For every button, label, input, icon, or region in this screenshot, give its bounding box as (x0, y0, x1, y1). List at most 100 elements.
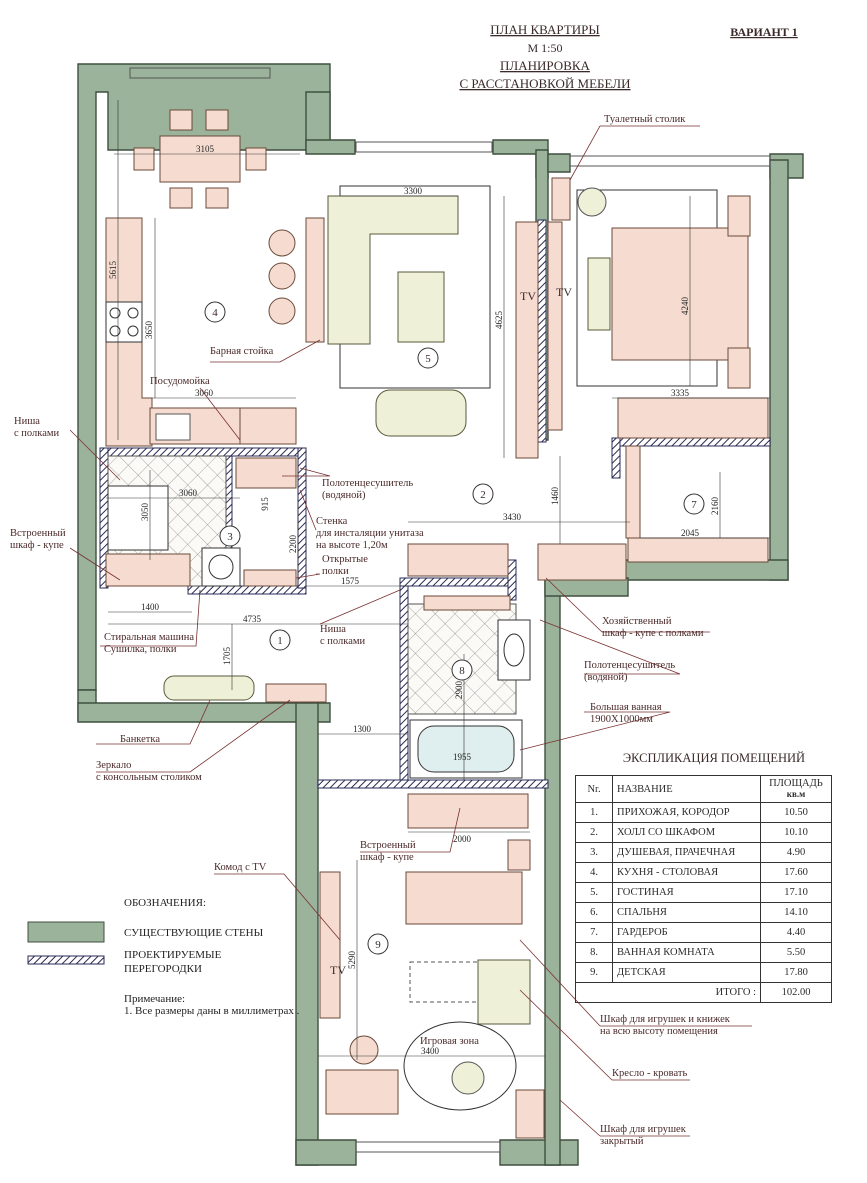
row-area: 10.10 (760, 822, 832, 843)
dim-text: 2045 (681, 528, 700, 538)
projected-partitions (99, 219, 771, 789)
col-name: НАЗВАНИЕ (612, 775, 761, 803)
title-line-4: С РАССТАНОВКОЙ МЕБЕЛИ (459, 76, 630, 91)
dim-text: 3300 (404, 186, 423, 196)
dim-text: 2160 (710, 497, 720, 516)
tv-label: TV (556, 285, 572, 299)
row-name: СПАЛЬНЯ (612, 902, 761, 923)
dim-text: 1575 (341, 576, 360, 586)
dim-text: 2200 (288, 535, 298, 554)
legend-swatch-existing (27, 921, 105, 943)
row-nr: 7. (575, 922, 613, 943)
row-name: ДЕТСКАЯ (612, 962, 761, 983)
row-area: 17.60 (760, 862, 832, 883)
explication-title: ЭКСПЛИКАЦИЯ ПОМЕЩЕНИЙ (623, 751, 805, 765)
kids-room-furniture (319, 839, 545, 1139)
total-value: 102.00 (760, 982, 832, 1003)
hallway-furniture (163, 675, 327, 703)
row-area: 5.50 (760, 942, 832, 963)
row-name: ГАРДЕРОБ (612, 922, 761, 943)
row-area: 10.50 (760, 802, 832, 823)
row-name: КУХНЯ - СТОЛОВАЯ (612, 862, 761, 883)
legend: ОБОЗНАЧЕНИЯ: СУЩЕСТВУЮЩИЕ СТЕНЫ ПРОЕКТИР… (27, 897, 300, 1017)
label-towel-dryer: Полотенцесушитель(водяной) (322, 478, 413, 501)
dimension-lines (106, 100, 770, 1060)
dim-text: 3105 (196, 144, 215, 154)
room-number: 2 (480, 489, 486, 501)
row-area: 4.40 (760, 922, 832, 943)
annotations: Туалетный столик Барная стойка Посудомой… (10, 114, 731, 1147)
dim-text: 2900 (454, 681, 464, 700)
room-number: 5 (425, 353, 431, 365)
room-number: 4 (212, 307, 218, 319)
explication-table: Nr. НАЗВАНИЕ ПЛОЩАДЬ кв.м 1.ПРИХОЖАЯ, КО… (575, 775, 832, 1003)
row-area: 17.10 (760, 882, 832, 903)
dim-text: 3400 (421, 1046, 440, 1056)
dim-text: 4735 (243, 614, 262, 624)
col-area-label: ПЛОЩАДЬ (769, 778, 823, 789)
legend-title: ОБОЗНАЧЕНИЯ: (124, 897, 206, 909)
row-nr: 4. (575, 862, 613, 883)
legend-swatch-projected (27, 955, 105, 965)
note-text: 1. Все размеры даны в миллиметрах . (124, 1005, 300, 1017)
explication-header-row: Nr. НАЗВАНИЕ ПЛОЩАДЬ кв.м (575, 775, 832, 803)
shower-room (105, 455, 297, 587)
label-dishwasher: Посудомойка (150, 376, 210, 387)
room-number: 9 (375, 939, 381, 951)
bathroom (407, 595, 531, 829)
row-nr: 1. (575, 802, 613, 823)
tv-label: TV (520, 289, 536, 303)
row-name: ДУШЕВАЯ, ПРАЧЕЧНАЯ (612, 842, 761, 863)
room-numbers: 1 2 3 4 5 7 8 9 (204, 301, 705, 955)
label-towel-dryer-2: Полотенцесушитель(водяной) (584, 660, 675, 683)
legend-projected-1: ПРОЕКТИРУЕМЫЕ (124, 949, 222, 961)
dim-text: 3650 (144, 321, 154, 340)
dim-text: 3060 (179, 488, 198, 498)
windows (129, 67, 771, 1153)
row-nr: 9. (575, 962, 613, 983)
row-name: ПРИХОЖАЯ, КОРОДОР (612, 802, 761, 823)
row-name: ГОСТИНАЯ (612, 882, 761, 903)
row-nr: 3. (575, 842, 613, 863)
legend-projected-2: ПЕРЕГОРОДКИ (124, 963, 202, 975)
total-label: ИТОГО : (575, 982, 761, 1003)
tv-label: TV (330, 963, 346, 977)
label-toilet-table: Туалетный столик (604, 114, 686, 125)
hall-wardrobe (407, 543, 627, 581)
label-bar-counter: Барная стойка (210, 346, 274, 357)
dim-text: 2000 (453, 834, 472, 844)
room-number: 1 (277, 635, 283, 647)
row-area: 14.10 (760, 902, 832, 923)
label-banquette: Банкетка (120, 734, 160, 745)
dim-text: 1705 (222, 647, 232, 666)
plan-title: ПЛАН КВАРТИРЫ М 1:50 ПЛАНИРОВКА С РАССТА… (459, 22, 630, 91)
title-line-2: М 1:50 (527, 41, 562, 55)
bedroom-furniture (576, 187, 751, 389)
row-nr: 5. (575, 882, 613, 903)
dimension-labels: 3105 5615 3650 3300 4625 4240 3335 3060 … (108, 144, 720, 1056)
total-row: ИТОГО : 102.00 (575, 982, 832, 1003)
row-nr: 6. (575, 902, 613, 923)
legend-existing: СУЩЕСТВУЮЩИЕ СТЕНЫ (124, 927, 264, 939)
